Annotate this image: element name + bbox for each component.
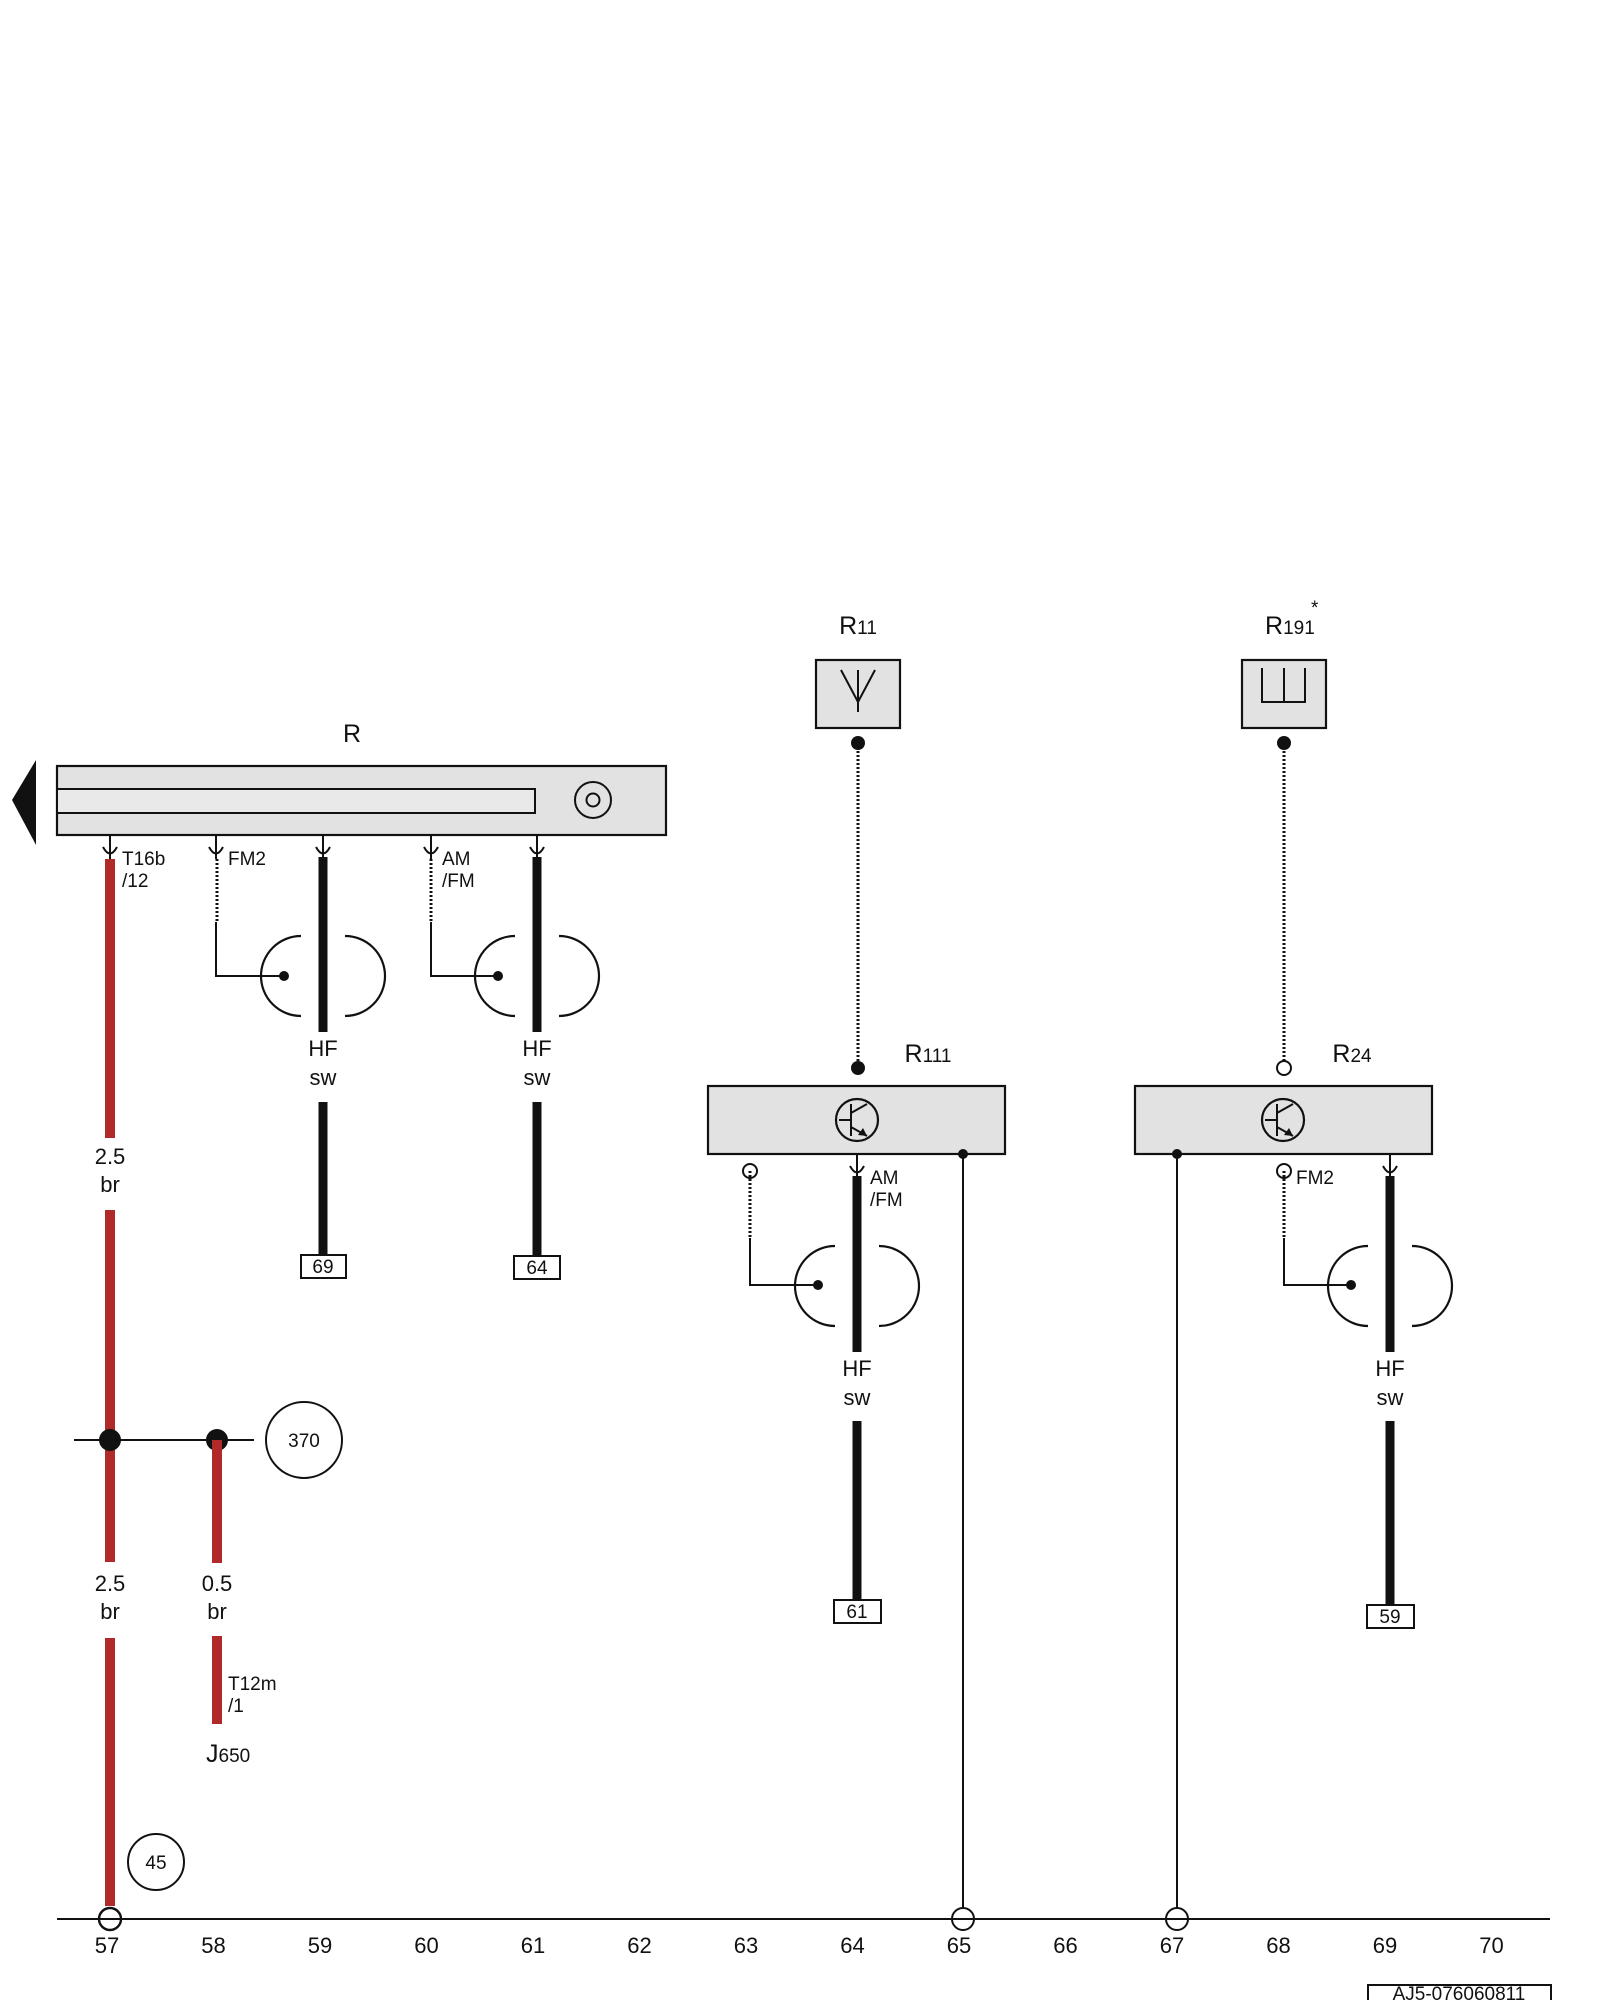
axis-tick-66: 66 <box>1053 1933 1077 1958</box>
connector-label-t12m: T12m <box>228 1674 277 1695</box>
wire-size-bottom: 2.5 <box>95 1571 126 1596</box>
ref-box-64 <box>513 1255 561 1280</box>
connector-label-t16b-pin: /12 <box>122 871 148 892</box>
label-r: R <box>343 720 361 748</box>
axis-tick-67: 67 <box>1160 1933 1184 1958</box>
connector-label-fm2-r24: FM2 <box>1296 1168 1334 1189</box>
ref-box-61 <box>833 1599 882 1624</box>
label-r191: R191 <box>1265 612 1315 640</box>
axis-tick-69: 69 <box>1373 1933 1397 1958</box>
label-j650: J650 <box>206 1740 250 1768</box>
svg-text:59: 59 <box>1379 1607 1400 1628</box>
amplifier-transistor-icon <box>1260 1097 1306 1143</box>
antenna-r191: R191 * <box>1240 598 1328 1076</box>
radio-amfm-lead: AM /FM HF sw 64 <box>423 835 601 1280</box>
axis-tick-58: 58 <box>201 1933 225 1958</box>
coax-shield-icon <box>259 934 302 1018</box>
coax-shield-icon <box>793 1244 836 1328</box>
svg-text:HF: HF <box>308 1036 337 1061</box>
svg-text:/FM: /FM <box>870 1190 903 1211</box>
axis-tick-61: 61 <box>521 1933 545 1958</box>
connector-label-fm2: FM2 <box>228 849 266 870</box>
footer-code-box <box>1367 1984 1552 2000</box>
amplifier-r111: R111 AM /FM HF sw 61 <box>706 1040 1007 1931</box>
axis-tick-63: 63 <box>734 1933 758 1958</box>
axis-tick-68: 68 <box>1266 1933 1290 1958</box>
radio-knob-icon <box>574 781 612 819</box>
footer: AJ5-076060811 <box>1367 1984 1552 2000</box>
svg-text:69: 69 <box>312 1257 333 1278</box>
svg-text:45: 45 <box>145 1853 166 1874</box>
footer-code: AJ5-076060811 <box>1393 1984 1526 2000</box>
label-r11: R11 <box>839 612 877 640</box>
axis-tick-57: 57 <box>95 1933 119 1958</box>
junction-370: 370 0.5 br T12m /1 J650 <box>74 1401 343 1768</box>
window-antenna-icon <box>1261 668 1306 703</box>
svg-text:sw: sw <box>310 1065 337 1090</box>
ref-box-69 <box>300 1254 347 1279</box>
svg-text:370: 370 <box>288 1431 320 1452</box>
svg-text:AM: AM <box>870 1168 899 1189</box>
wire-size-top: 2.5 <box>95 1144 126 1169</box>
axis-tick-60: 60 <box>414 1933 438 1958</box>
footnote-mark: * <box>1311 598 1319 619</box>
radio-r: R <box>12 720 668 845</box>
junction-dot-icon <box>99 1429 121 1451</box>
wire-color-j650: br <box>207 1599 227 1624</box>
label-r24: R24 <box>1332 1040 1372 1068</box>
svg-text:sw: sw <box>524 1065 551 1090</box>
column-axis: 57 58 59 60 61 62 63 64 65 66 67 68 69 70 <box>95 1933 1504 1958</box>
axis-tick-70: 70 <box>1479 1933 1503 1958</box>
svg-text:HF: HF <box>842 1356 871 1381</box>
coax-shield-icon <box>1326 1244 1369 1328</box>
wire-column-57: T16b /12 2.5 br 2.5 br 45 <box>95 835 185 1932</box>
coax-shield-icon <box>473 934 516 1018</box>
connector-label-fm: /FM <box>442 871 475 892</box>
svg-text:sw: sw <box>1377 1385 1404 1410</box>
connector-label-t16b: T16b <box>122 849 165 870</box>
svg-text:HF: HF <box>1375 1356 1404 1381</box>
radio-fm2-lead: FM2 HF sw 69 <box>208 835 387 1279</box>
wire-color-bottom: br <box>100 1599 120 1624</box>
axis-tick-59: 59 <box>308 1933 332 1958</box>
connector-label-t12m-pin: /1 <box>228 1696 244 1717</box>
amplifier-r24-body <box>1133 1084 1434 1156</box>
svg-text:61: 61 <box>846 1602 867 1623</box>
axis-tick-62: 62 <box>627 1933 651 1958</box>
wire-size-j650: 0.5 <box>202 1571 233 1596</box>
ref-box-59 <box>1366 1604 1415 1629</box>
ref-circle-370 <box>265 1401 343 1479</box>
amplifier-transistor-icon <box>834 1097 880 1143</box>
amplifier-r24: R24 FM2 HF sw 59 <box>1133 1040 1454 1931</box>
svg-text:sw: sw <box>844 1385 871 1410</box>
svg-text:64: 64 <box>526 1258 548 1279</box>
amplifier-r111-body <box>706 1084 1007 1156</box>
wire-color-top: br <box>100 1172 120 1197</box>
ref-circle-45 <box>127 1833 185 1891</box>
connector-label-am: AM <box>442 849 471 870</box>
antenna-icon <box>840 669 876 712</box>
axis-tick-65: 65 <box>947 1933 971 1958</box>
svg-text:HF: HF <box>522 1036 551 1061</box>
continuation-arrow-icon <box>12 760 36 845</box>
antenna-r11: R11 <box>814 612 902 1075</box>
radio-cd-slot <box>56 788 536 814</box>
axis-tick-64: 64 <box>840 1933 864 1958</box>
label-r111: R111 <box>905 1040 952 1068</box>
